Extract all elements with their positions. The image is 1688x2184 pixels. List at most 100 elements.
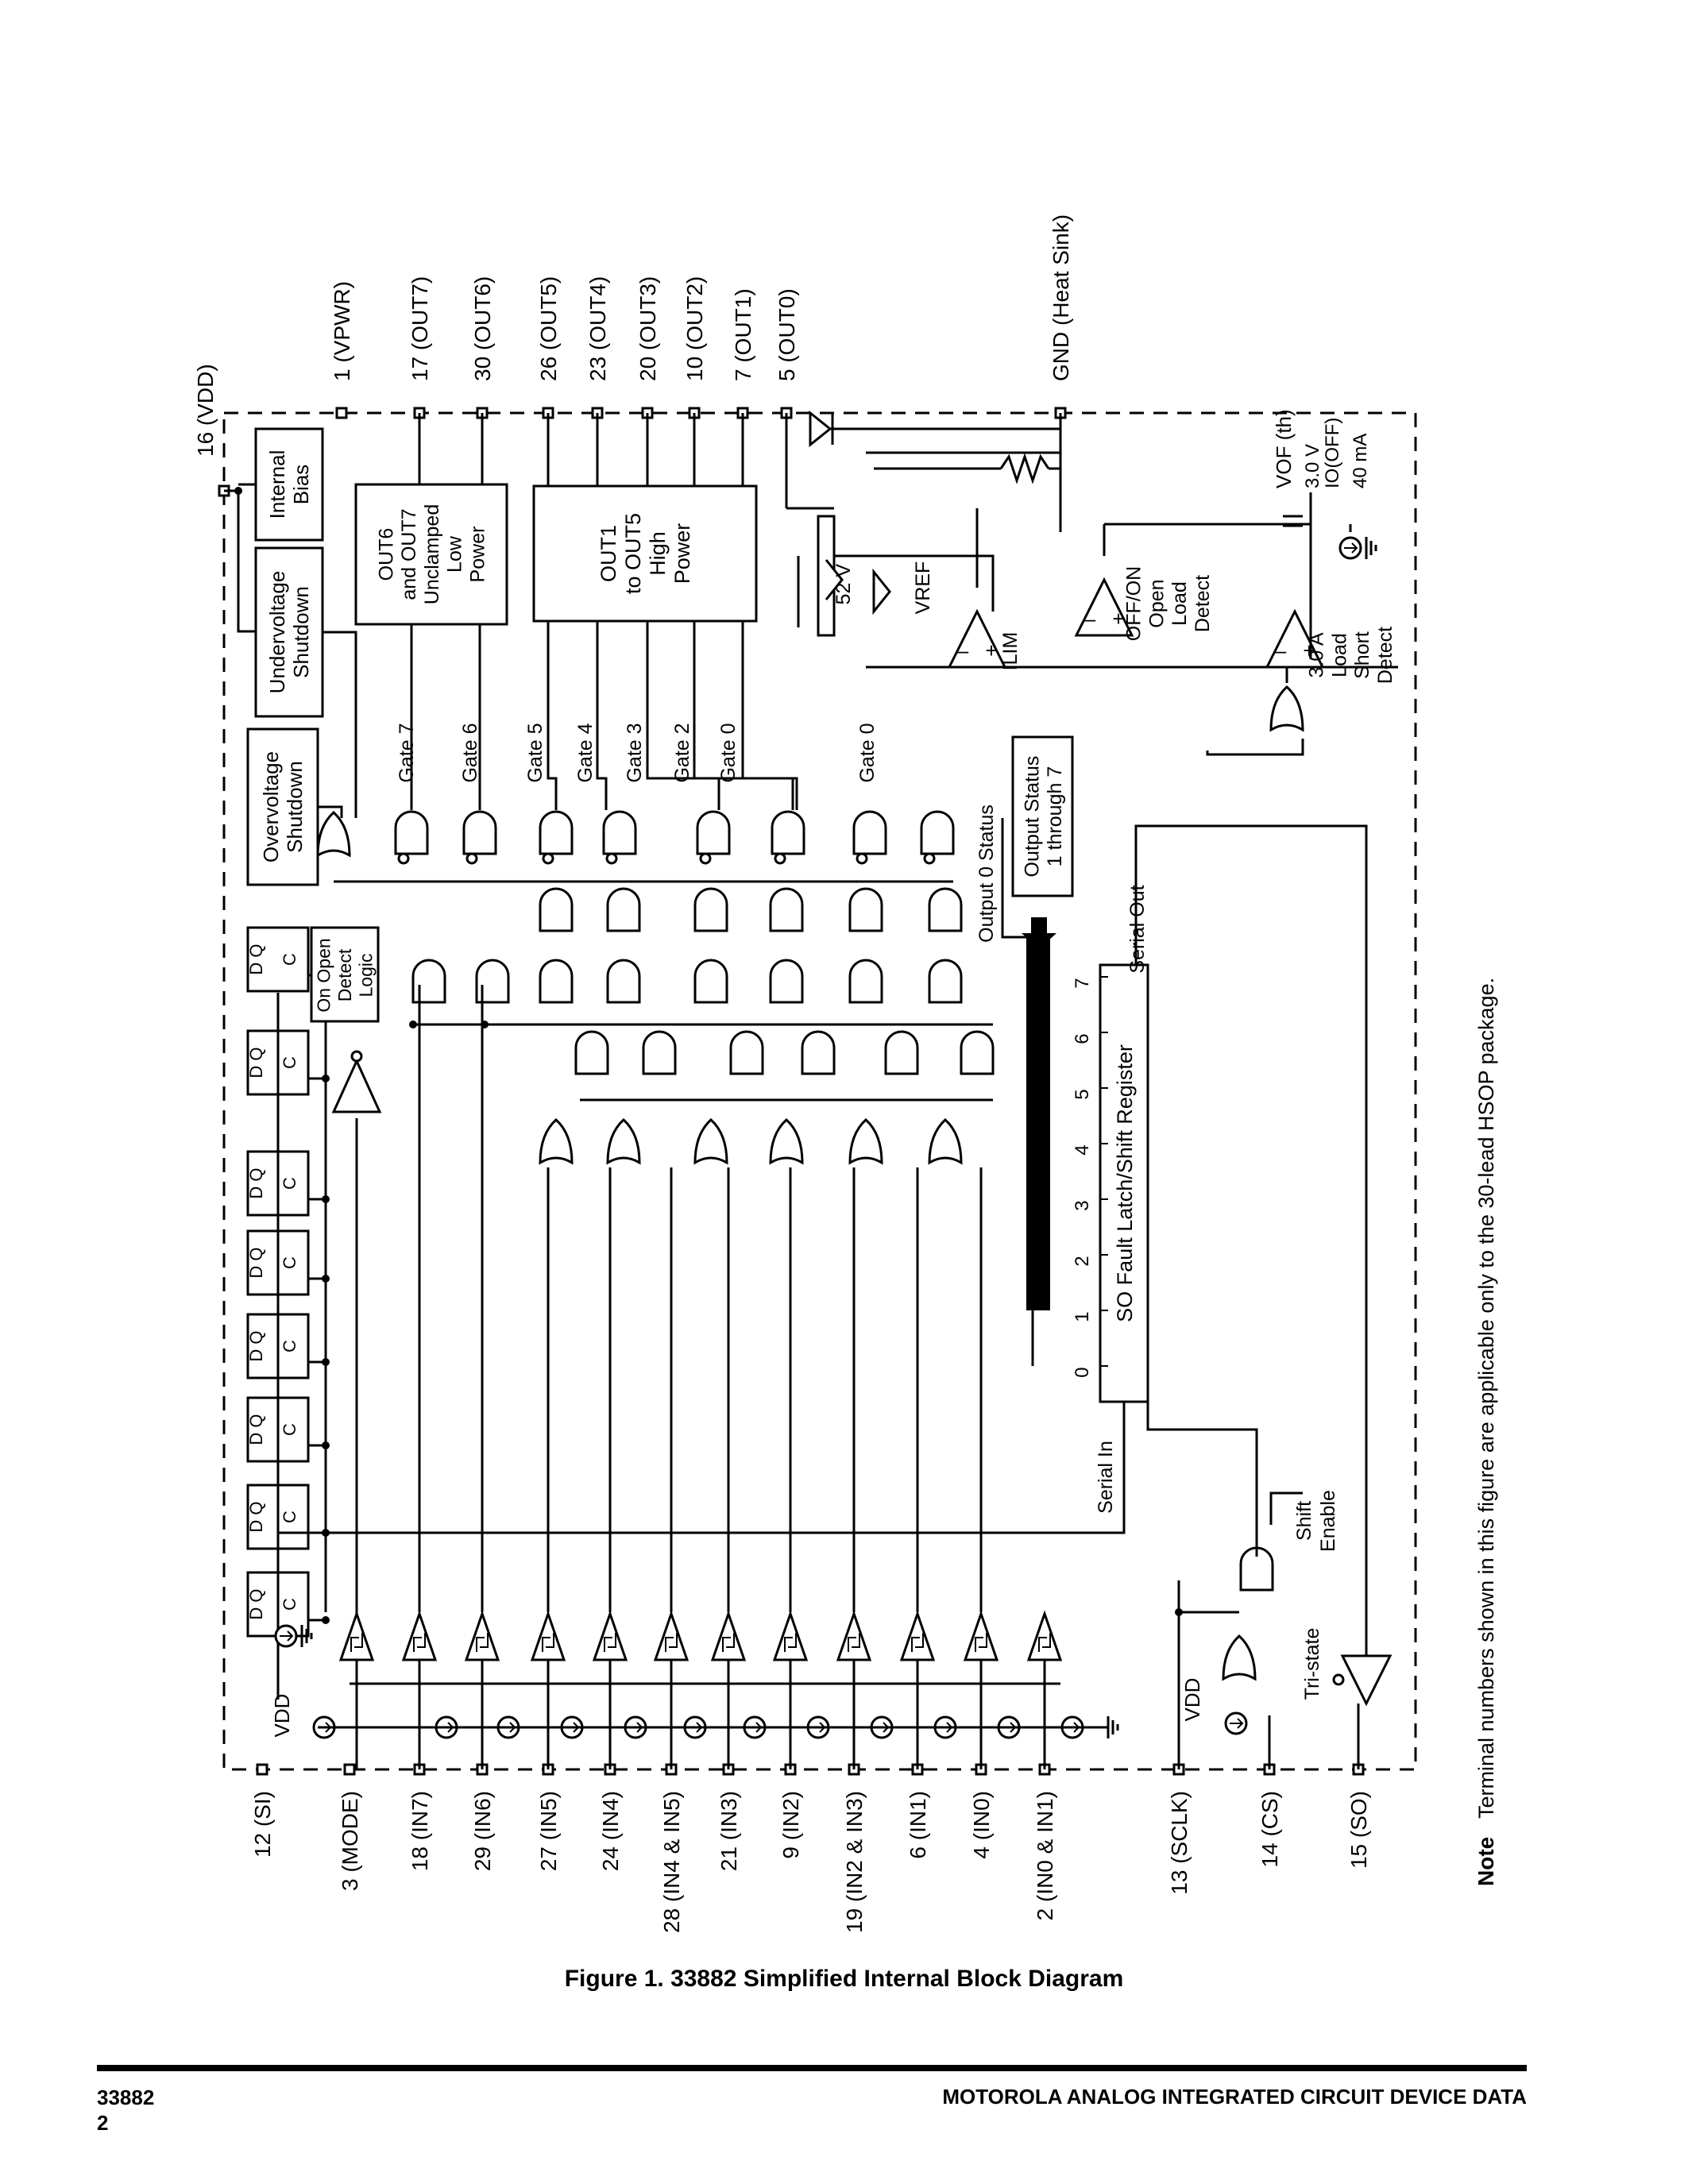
comparator-minus: – <box>1275 639 1287 662</box>
mode-and-gate <box>574 1030 609 1075</box>
inverter-bubble <box>856 852 868 865</box>
wire <box>741 621 798 810</box>
low-power-output-label: Power <box>466 527 489 583</box>
hysteresis-symbol <box>784 1633 797 1652</box>
flip-flop-dq: D Q <box>246 1167 266 1198</box>
current-arrow <box>280 1630 294 1642</box>
vof-value-label: 3.0 V <box>1302 444 1323 488</box>
input-pin-label: 13 (SCLK) <box>1167 1791 1192 1895</box>
output-pin-label: 7 (OUT1) <box>731 288 755 381</box>
gate-label: Gate 0 <box>856 723 879 782</box>
mode-and-gate <box>642 1030 677 1075</box>
high-power-output-label: to OUT5 <box>621 513 645 594</box>
figure-caption: Figure 1. 33882 Simplified Internal Bloc… <box>564 1966 1124 1992</box>
undervoltage-to-or <box>323 631 357 818</box>
mode-and-gate <box>960 1030 995 1075</box>
input-pin-label: 21 (IN3) <box>717 1791 741 1871</box>
logic-and-gate-upper <box>606 887 641 932</box>
high-power-output-box <box>532 484 758 623</box>
comparator-minus: – <box>1084 607 1096 631</box>
output-pin-label: 5 (OUT0) <box>774 288 799 381</box>
flip-flop-c: C <box>280 953 299 966</box>
low-power-output-box <box>354 483 508 626</box>
input-pin-label: 4 (IN0) <box>969 1791 994 1859</box>
hysteresis-symbol <box>975 1633 987 1652</box>
vof-threshold-label: VOF (th) <box>1272 409 1296 488</box>
inverter-bubble <box>397 852 410 865</box>
input-pin-0 <box>256 1763 268 1776</box>
logic-and-gate <box>411 959 446 1004</box>
serial-in-wire <box>278 1402 1126 1534</box>
logic-and-gate-upper <box>693 887 728 932</box>
register-bit: 3 <box>1072 1200 1093 1210</box>
low-power-output-label: and OUT7 <box>398 508 420 600</box>
mode-and-gate <box>801 1030 836 1075</box>
input-pin-label: 3 (MODE) <box>338 1791 362 1891</box>
low-power-output-label: OUT6 <box>375 528 397 581</box>
inverter-bubble <box>465 852 478 865</box>
publication-title: MOTOROLA ANALOG INTEGRATED CIRCUIT DEVIC… <box>942 2085 1527 2109</box>
part-number: 33882 <box>97 2086 155 2109</box>
wire <box>646 621 720 810</box>
output-pin-label: 10 (OUT2) <box>682 276 707 381</box>
gate-label: Gate 6 <box>459 723 481 782</box>
ilim-label: ILIM <box>999 632 1022 671</box>
input-pin-label: 18 (IN7) <box>408 1791 432 1871</box>
note-text: Terminal numbers shown in this figure ar… <box>1474 978 1498 1819</box>
page-number: 2 <box>97 2111 109 2135</box>
input-or-gate <box>848 1117 883 1165</box>
hysteresis-symbol <box>542 1633 554 1652</box>
output-pin-label: GND (Heat Sink) <box>1049 214 1073 381</box>
hysteresis-symbol <box>665 1633 678 1652</box>
hysteresis-symbol <box>604 1633 616 1652</box>
ground-symbol <box>1365 537 1377 559</box>
inverter-bubble <box>605 852 618 865</box>
high-power-output-label: High <box>646 531 670 576</box>
wire <box>547 621 558 810</box>
hysteresis-symbol <box>476 1633 489 1652</box>
gate-label: Gate 0 <box>717 723 740 782</box>
fault-feedback <box>1206 739 1304 756</box>
inverter-bubble <box>350 1050 363 1063</box>
output-status-label: 1 through 7 <box>1044 766 1066 867</box>
input-pin-label: 29 (IN6) <box>470 1791 495 1871</box>
mode-and-gate <box>729 1030 764 1075</box>
inverter-bubble <box>1332 1673 1345 1686</box>
load-short-label: Detect <box>1374 627 1396 684</box>
input-pin-label: 9 (IN2) <box>778 1791 803 1859</box>
flip-flop-dq: D Q <box>246 1414 266 1445</box>
hysteresis-symbol <box>1038 1633 1051 1652</box>
hysteresis-symbol <box>848 1633 860 1652</box>
register-bit: 0 <box>1072 1367 1093 1377</box>
hysteresis-symbol <box>350 1633 363 1652</box>
serial-in-label: Serial In <box>1095 1441 1117 1514</box>
vref-label: VREF <box>912 561 934 615</box>
output-and-gate <box>771 810 805 855</box>
flip-flop-dq: D Q <box>246 943 266 974</box>
input-pin-label: 12 (SI) <box>250 1791 275 1858</box>
input-pin-label: 24 (IN4) <box>598 1791 623 1871</box>
output0-status-wire <box>1001 818 1033 939</box>
output-and-gate <box>920 810 955 855</box>
input-or-gate <box>539 1117 574 1165</box>
vof-cap <box>1283 515 1303 527</box>
output-and-gate <box>852 810 887 855</box>
logic-and-gate <box>693 959 728 1004</box>
inverter-bubble <box>923 852 936 865</box>
open-load-comparator <box>1074 577 1134 637</box>
inverter-bubble <box>774 852 786 865</box>
output-status-label: Output Status <box>1021 756 1043 878</box>
overvoltage-label: Overvoltage <box>259 751 283 862</box>
mode-and-gate <box>884 1030 919 1075</box>
logic-and-gate-upper <box>928 887 963 932</box>
flip-flop-c: C <box>280 1423 299 1436</box>
footer-left: 33882 2 <box>97 2085 154 2136</box>
fault-or-gate <box>1269 685 1304 732</box>
load-short-label: Load <box>1328 633 1350 677</box>
high-power-output-label: Power <box>670 523 694 585</box>
overvoltage-label: Shutdown <box>283 761 307 853</box>
open-load-label: Detect <box>1192 575 1214 632</box>
comparator-plus: + <box>1112 607 1124 631</box>
input-pin-label: 6 (IN1) <box>906 1791 930 1859</box>
on-open-detect-label: Logic <box>356 954 377 997</box>
